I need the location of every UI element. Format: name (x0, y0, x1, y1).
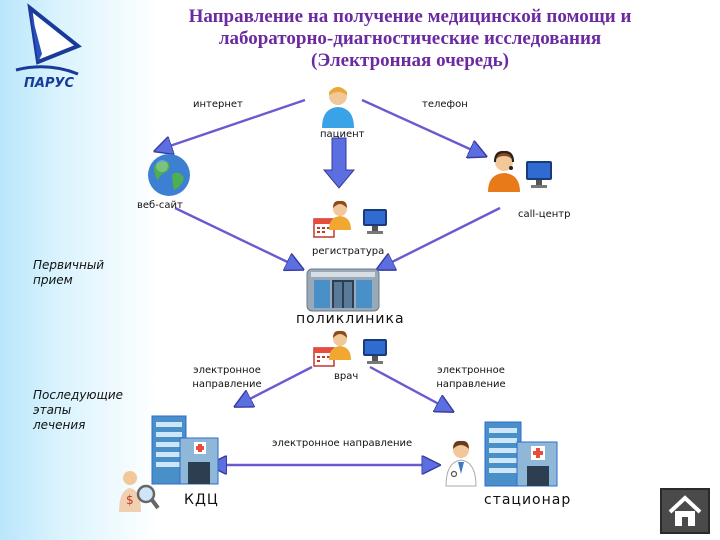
stage-primary: Первичный прием (33, 258, 105, 287)
registry-monitor-icon (363, 209, 387, 234)
arrow-doctor-hospital (369, 365, 450, 410)
arrow-callcenter-registry (380, 206, 501, 268)
receptionist-icon (329, 200, 351, 230)
hospital-building-icon (484, 421, 558, 487)
hospital-doctor-icon (445, 440, 477, 487)
home-icon (668, 495, 702, 526)
doctor-icon (329, 330, 351, 360)
label-phone: телефон (422, 99, 468, 110)
polyclinic-building-icon (306, 268, 380, 312)
label-ereferral-right: электронное направление (436, 365, 506, 390)
globe-icon (148, 154, 190, 196)
arrow-patient-down (322, 137, 356, 189)
label-polyclinic: поликлиника (296, 311, 405, 327)
label-registry: регистратура (312, 246, 385, 257)
sail-logo: ПАРУС (15, 3, 82, 91)
arrow-website-registry (174, 206, 300, 268)
arrow-patient-phone (361, 98, 483, 155)
home-button[interactable] (660, 488, 710, 534)
label-website: веб-сайт (137, 200, 183, 211)
label-hospital: стационар (484, 492, 572, 508)
label-ereferral-bottom: электронное направление (272, 438, 413, 449)
svg-text:$: $ (126, 493, 134, 507)
label-ereferral-left: электронное направление (192, 365, 262, 390)
magnifier-doctor-icon: $ (119, 471, 160, 512)
label-doctor: врач (334, 371, 359, 382)
label-kdc: КДЦ (184, 492, 219, 508)
page-title: Направление на получение медицинской пом… (188, 6, 632, 71)
label-internet: интернет (193, 99, 243, 110)
label-call-center: call-центр (518, 209, 571, 220)
stage-followup: Последующие этапы лечения (33, 388, 123, 432)
logo-text: ПАРУС (24, 76, 74, 91)
monitor-icon (526, 161, 552, 188)
kdc-building-icon (151, 415, 219, 485)
operator-icon (488, 150, 520, 192)
arrow-doctor-kdc (238, 365, 313, 405)
label-patient: пациент (320, 129, 365, 140)
doctor-monitor-icon (363, 339, 387, 364)
arrow-patient-internet (158, 98, 306, 150)
patient-icon (322, 87, 354, 128)
